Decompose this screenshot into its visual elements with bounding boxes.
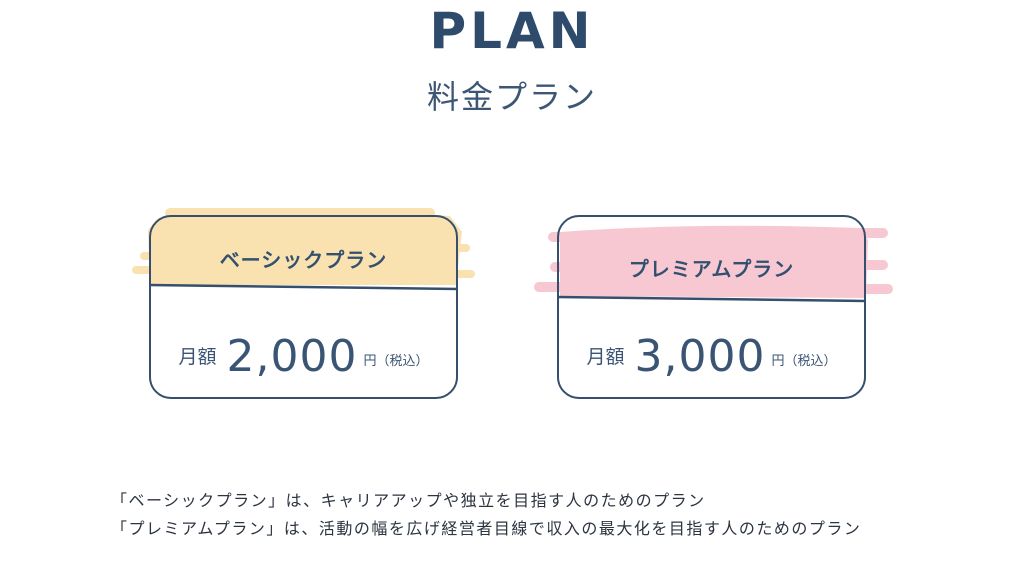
plan-descriptions: 「ベーシックプラン」は、キャリアアップや独立を目指す人のためのプラン 「プレミア… — [111, 487, 861, 543]
price-unit: 円（税込） — [771, 354, 837, 369]
plan-card-basic: ベーシックプラン 月額 2,000 円（税込） — [148, 215, 458, 399]
page-title-en: PLAN — [429, 2, 595, 60]
card-divider — [148, 283, 458, 290]
note-basic: 「ベーシックプラン」は、キャリアアップや独立を目指す人のためのプラン — [111, 491, 706, 510]
price-row: 月額 3,000 円（税込） — [559, 331, 864, 382]
plan-name: ベーシックプラン — [219, 248, 388, 272]
price-label: 月額 — [586, 346, 625, 368]
card-divider — [556, 295, 866, 302]
plan-name: プレミアムプラン — [628, 257, 795, 281]
price-value: 3,000 — [634, 331, 766, 382]
page-title-ja: 料金プラン — [426, 78, 597, 116]
plan-card-premium: プレミアムプラン 月額 3,000 円（税込） — [556, 215, 866, 399]
price-unit: 円（税込） — [363, 354, 429, 369]
price-label: 月額 — [178, 346, 217, 368]
price-row: 月額 2,000 円（税込） — [151, 331, 456, 382]
note-premium: 「プレミアムプラン」は、活動の幅を広げ経営者目線で収入の最大化を目指す人のための… — [111, 519, 862, 538]
price-value: 2,000 — [226, 331, 358, 382]
